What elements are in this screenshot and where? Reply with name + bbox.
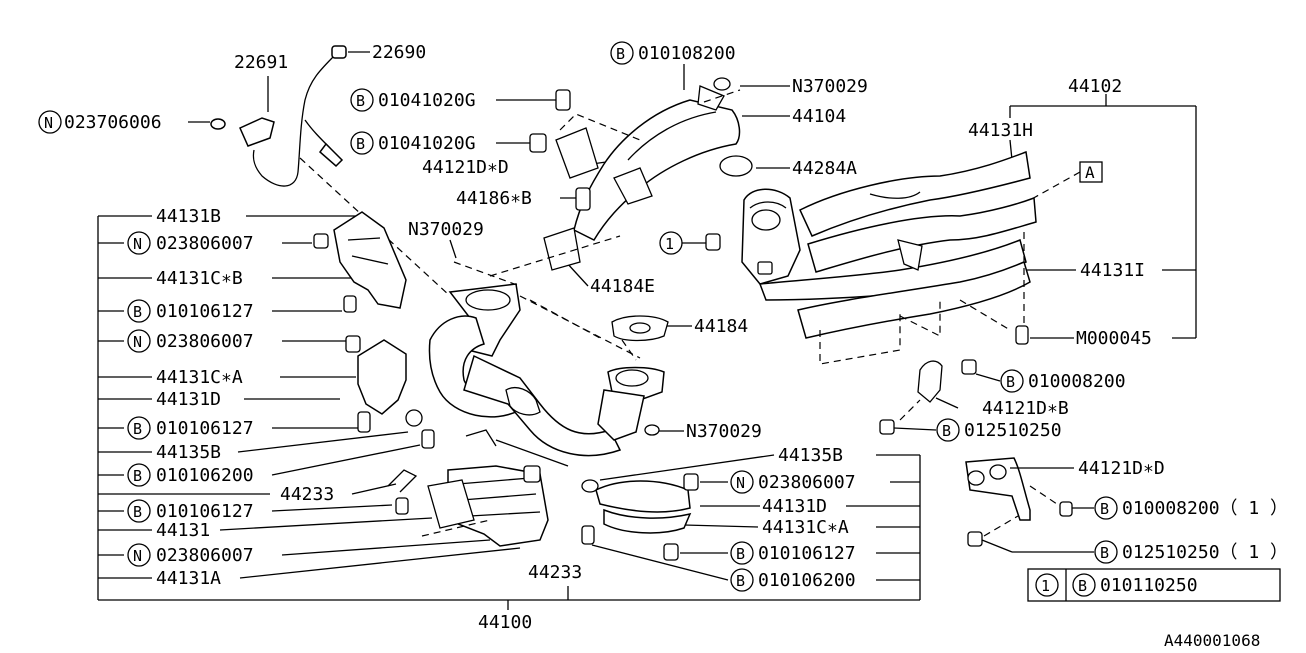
n-prefix-icon <box>127 231 151 255</box>
b-prefix-icon <box>127 463 151 487</box>
legend-key: 1 <box>1041 577 1050 595</box>
prefix-b: B <box>133 467 142 485</box>
label-n023806007-3: 023806007 <box>156 545 254 566</box>
svg-text:B: B <box>1006 373 1015 391</box>
label-023706006: 023706006 <box>64 112 162 133</box>
label-n370029-c: N370029 <box>686 421 762 442</box>
n-prefix-icon <box>127 543 151 567</box>
label-b010108200: 010108200 <box>638 43 736 64</box>
label-44131h: 44131H <box>968 120 1033 141</box>
prefix-b: B <box>133 420 142 438</box>
label-44131i: 44131I <box>1080 260 1145 281</box>
label-44131d-r: 44131D <box>762 496 827 517</box>
label-44102: 44102 <box>1068 76 1122 97</box>
prefix-b: B <box>736 572 745 590</box>
label-n370029-b: N370029 <box>408 219 484 240</box>
label-b010106200: 010106200 <box>156 465 254 486</box>
b-prefix-icon <box>127 299 151 323</box>
prefix-n: N <box>736 474 745 492</box>
center-lower-shield <box>581 473 699 561</box>
rear-pipe-group: 44102 44131H A 44131I M000045 4412 <box>705 76 1288 564</box>
label-b010008200: 010008200 <box>1028 371 1126 392</box>
label-44135b: 44135B <box>156 442 221 463</box>
label-44131a: 44131A <box>156 568 221 589</box>
left-group-bracket <box>97 215 921 610</box>
label-44131c-b: 44131C∗B <box>156 268 243 289</box>
center-top-labels: B 010108200 N370029 B 01041020G B 010410… <box>350 41 868 442</box>
label-b01041020g-2: 01041020G <box>378 133 476 154</box>
n-prefix-icon <box>730 470 754 494</box>
label-44131d: 44131D <box>156 389 221 410</box>
svg-text:N: N <box>44 114 53 132</box>
label-44121d-b: 44121D∗B <box>982 398 1069 419</box>
prefix-n: N <box>133 235 142 253</box>
b-prefix-icon <box>730 568 754 592</box>
label-44104: 44104 <box>792 106 846 127</box>
label-n023806007-r: 023806007 <box>758 472 856 493</box>
n-prefix-icon <box>38 110 62 134</box>
prefix-b: B <box>736 545 745 563</box>
svg-text:B: B <box>356 92 365 110</box>
label-b010106127-2: 010106127 <box>156 418 254 439</box>
label-44186-b: 44186∗B <box>456 188 532 209</box>
prefix-b: B <box>133 503 142 521</box>
svg-text:B: B <box>1100 544 1109 562</box>
n-prefix-icon <box>127 329 151 353</box>
left-list: 44131B N 023806007 44131C∗B B 010106127 … <box>127 206 582 633</box>
label-b012510250: 012510250 <box>964 420 1062 441</box>
label-b012510250-qty: 012510250（ 1 ） <box>1122 542 1288 563</box>
label-44131c-a: 44131C∗A <box>156 367 243 388</box>
label-b010008200-qty: 010008200（ 1 ） <box>1122 498 1288 519</box>
svg-text:B: B <box>1100 500 1109 518</box>
label-44184: 44184 <box>694 316 748 337</box>
label-44135b-r: 44135B <box>778 445 843 466</box>
label-44121d-d-1: 44121D∗D <box>422 157 509 178</box>
callout-1: 1 <box>665 235 674 253</box>
legend-part: 010110250 <box>1100 575 1198 596</box>
b-prefix-icon <box>127 499 151 523</box>
label-44100-assembly: 44100 <box>478 612 532 633</box>
legend-box: 1 B 010110250 <box>1027 568 1281 602</box>
legend-prefix: B <box>1078 577 1087 595</box>
left-leaders <box>219 215 521 579</box>
label-b010106200-r: 010106200 <box>758 570 856 591</box>
label-b01041020g-1: 01041020G <box>378 90 476 111</box>
label-44131c-a-r: 44131C∗A <box>762 517 849 538</box>
label-b010106127-r: 010106127 <box>758 543 856 564</box>
label-44184e: 44184E <box>590 276 655 297</box>
svg-text:B: B <box>356 135 365 153</box>
label-44131: 44131 <box>156 520 210 541</box>
prefix-b: B <box>133 303 142 321</box>
label-22690: 22690 <box>372 42 426 63</box>
box-a-label: A <box>1085 163 1095 182</box>
label-44121d-d-2: 44121D∗D <box>1078 458 1165 479</box>
label-n023806007-1: 023806007 <box>156 233 254 254</box>
prefix-n: N <box>133 333 142 351</box>
b-prefix-icon <box>730 541 754 565</box>
svg-text:B: B <box>942 422 951 440</box>
label-n023806007-2: 023806007 <box>156 331 254 352</box>
left-heat-shields <box>313 211 569 547</box>
figure-id: A440001068 <box>1164 631 1260 650</box>
right-lower-list: 44135B N 023806007 44131D 44131C∗A B 010… <box>591 445 920 592</box>
b-prefix-icon <box>127 416 151 440</box>
label-22691: 22691 <box>234 52 288 73</box>
svg-text:B: B <box>616 45 625 63</box>
label-b010106127-1: 010106127 <box>156 301 254 322</box>
label-44233-bottom: 44233 <box>528 562 582 583</box>
label-b010106127-3: 010106127 <box>156 501 254 522</box>
prefix-n: N <box>133 547 142 565</box>
label-n370029-a: N370029 <box>792 76 868 97</box>
label-44131b: 44131B <box>156 206 221 227</box>
center-parts <box>428 77 753 457</box>
o2-sensor-group: N 023706006 22691 22690 <box>38 42 451 297</box>
label-44284a: 44284A <box>792 158 857 179</box>
label-m000045: M000045 <box>1076 328 1152 349</box>
label-44233: 44233 <box>280 484 334 505</box>
